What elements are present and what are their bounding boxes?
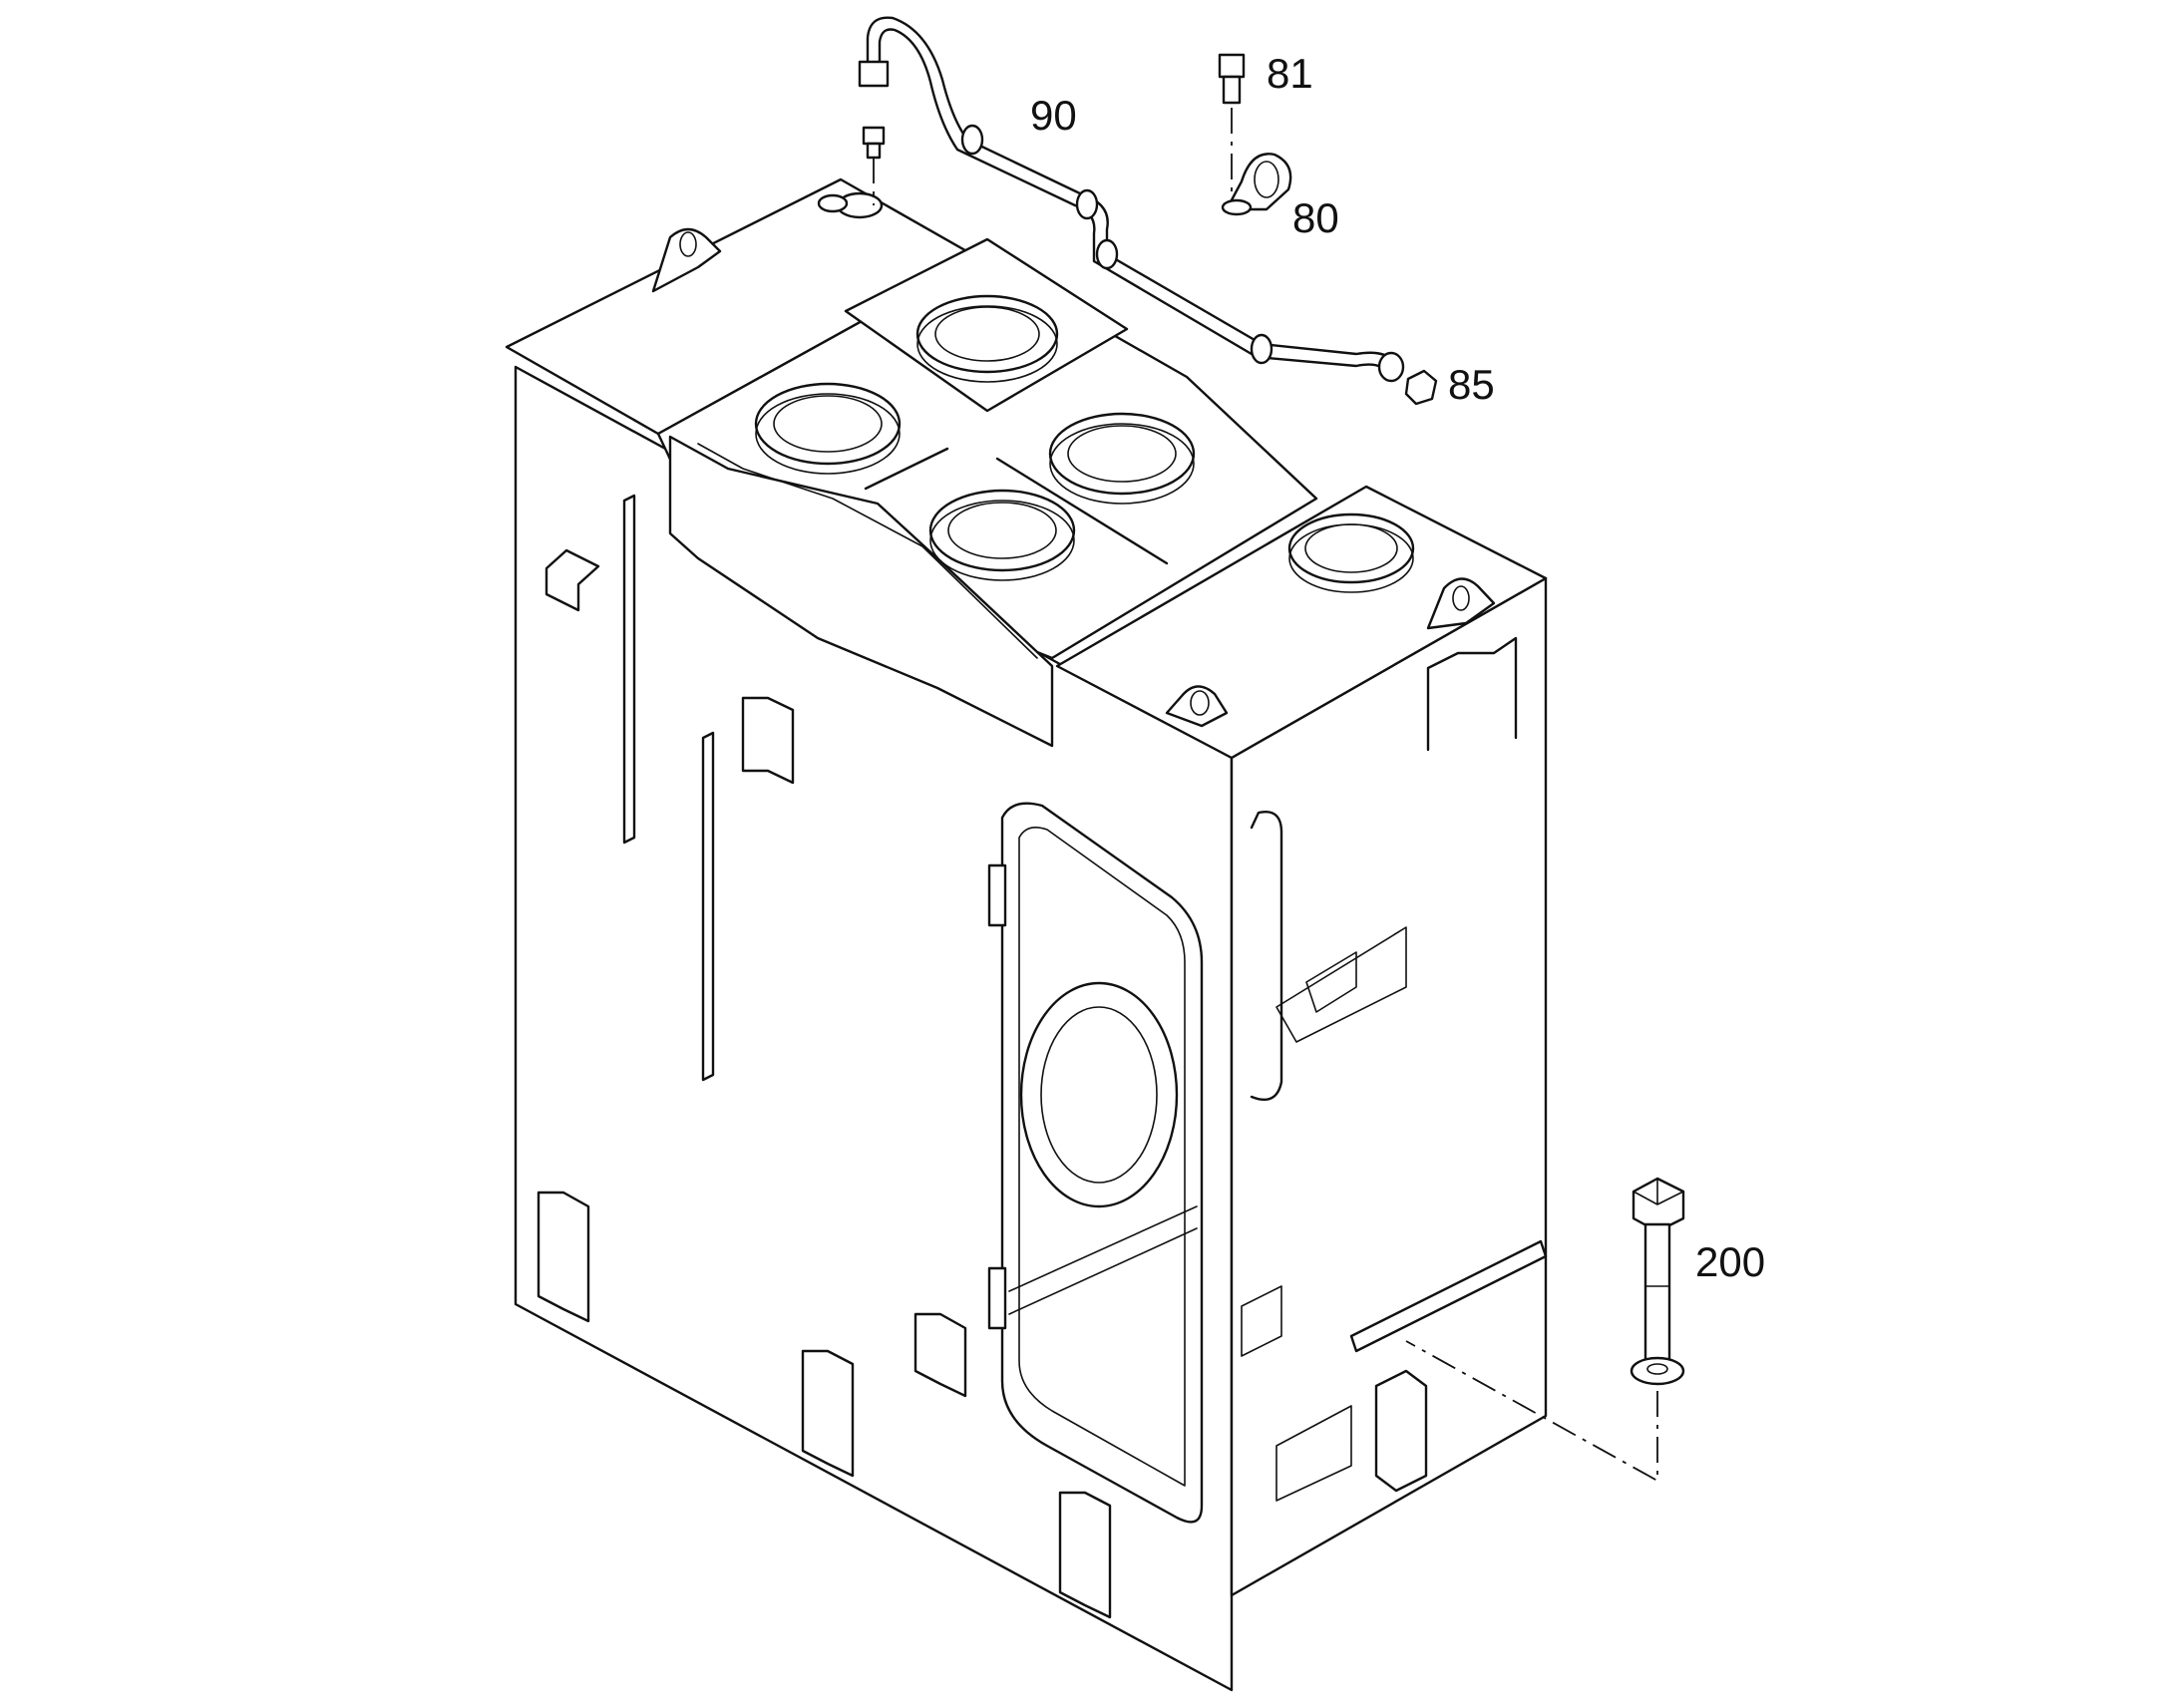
lower-block-right bbox=[1374, 1369, 1428, 1493]
top-plate-right bbox=[1055, 485, 1548, 760]
access-door bbox=[987, 802, 1204, 1524]
hose-clamp-3 bbox=[1095, 238, 1119, 270]
filler-port bbox=[817, 193, 849, 213]
vertical-grab-handle bbox=[1250, 811, 1283, 1102]
vertical-strip-1 bbox=[622, 494, 636, 845]
pad-2 bbox=[537, 1191, 590, 1323]
door-inner-frame bbox=[1018, 827, 1186, 1487]
ring-flange-5 bbox=[1287, 512, 1415, 593]
hose-clamp-2 bbox=[1075, 188, 1099, 220]
hose-assembly bbox=[858, 16, 1405, 383]
pad-1 bbox=[741, 696, 795, 785]
part-81-screw bbox=[1218, 53, 1246, 194]
part-200-washer bbox=[1630, 1356, 1685, 1386]
callout-200: 200 bbox=[1695, 1238, 1765, 1285]
right-face-details bbox=[1241, 636, 1548, 1502]
hose-end-elbow bbox=[1377, 351, 1405, 383]
right-handle-loop bbox=[1426, 636, 1518, 752]
pad-5 bbox=[1058, 1491, 1112, 1619]
middle-channel-box bbox=[668, 435, 1054, 748]
right-lower-vent bbox=[1241, 1285, 1282, 1357]
left-face-fittings bbox=[537, 494, 1112, 1619]
hose-end-fitting bbox=[858, 60, 890, 88]
deck-slot-right bbox=[995, 457, 1169, 565]
ring-flange-3 bbox=[1048, 412, 1196, 505]
lower-window bbox=[1275, 1405, 1352, 1502]
hose-outline-a bbox=[866, 16, 1398, 366]
channel-box-inner-line bbox=[697, 443, 1038, 659]
pad-3 bbox=[801, 1349, 855, 1478]
bolt-center-line bbox=[1405, 1340, 1658, 1483]
lifting-eye-3 bbox=[1426, 577, 1496, 630]
top-ring-flanges bbox=[754, 191, 1415, 593]
pad-4 bbox=[913, 1312, 967, 1398]
callout-81: 81 bbox=[1267, 50, 1313, 97]
callout-80: 80 bbox=[1292, 194, 1339, 241]
callout-85: 85 bbox=[1448, 361, 1495, 408]
hose-clamp-4 bbox=[1250, 333, 1273, 365]
part-85-nut bbox=[1404, 369, 1438, 406]
bracket-bar bbox=[1349, 1239, 1548, 1353]
door-porthole bbox=[1040, 1006, 1158, 1184]
part-80-clamp bbox=[1221, 153, 1292, 216]
callout-90: 90 bbox=[1030, 92, 1077, 139]
hose-clamp-1 bbox=[960, 124, 984, 156]
lifting-eye-1 bbox=[651, 227, 722, 293]
housing-body bbox=[505, 177, 1548, 1692]
nipple-fitting bbox=[862, 126, 886, 205]
lifting-eyes bbox=[651, 227, 1496, 728]
ring-flange-2 bbox=[754, 382, 902, 475]
lifting-eye-2 bbox=[1165, 685, 1229, 728]
ring-flange-1 bbox=[915, 294, 1059, 383]
door-porthole-flange bbox=[1019, 981, 1179, 1208]
angle-bracket bbox=[545, 548, 600, 612]
right-opening-window bbox=[1275, 926, 1407, 1043]
door-hinge-lower bbox=[987, 1266, 1007, 1330]
hose-outline-b bbox=[878, 28, 1390, 376]
part-200-bolt bbox=[1632, 1177, 1685, 1368]
door-crossbar bbox=[1008, 1205, 1198, 1315]
ring-flange-4 bbox=[928, 489, 1076, 581]
vertical-strip-2 bbox=[701, 731, 715, 1082]
door-hinge-upper bbox=[987, 863, 1007, 927]
deck-slot-left bbox=[864, 447, 949, 491]
